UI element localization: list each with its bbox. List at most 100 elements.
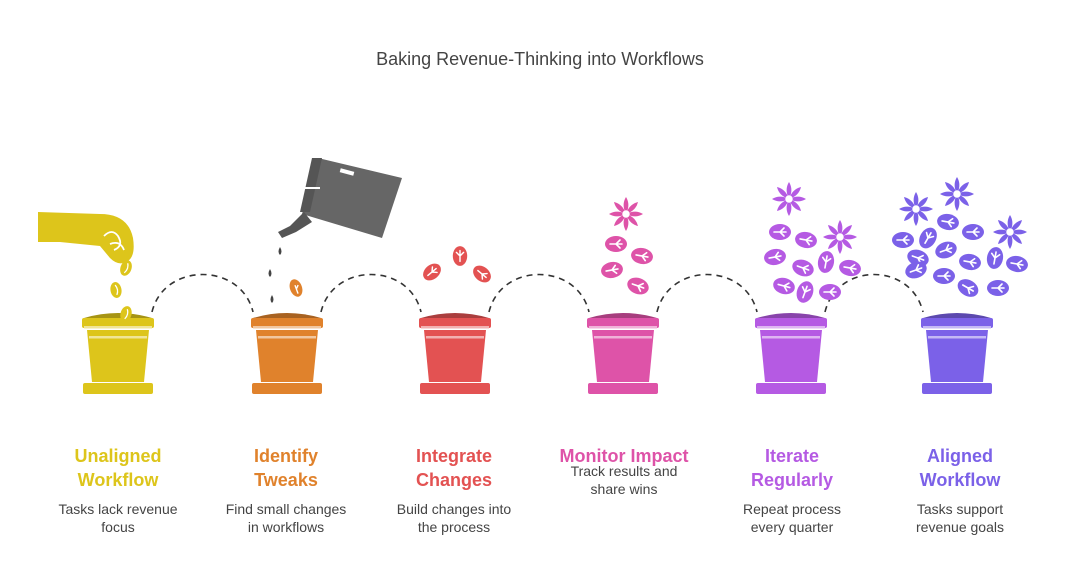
- water-drop-icon: [270, 295, 274, 303]
- step-description: Track results and share wins: [570, 463, 678, 497]
- pot-stripe: [89, 336, 147, 339]
- dashed-connector: [824, 273, 924, 313]
- leaf-icon: [795, 231, 817, 249]
- pot-rim: [921, 318, 993, 328]
- pot-rim-line: [253, 326, 321, 329]
- step-iterate-regularly: Iterate Regularly Repeat process every q…: [712, 444, 872, 536]
- leaf-icon: [452, 246, 468, 266]
- watering-can-icon: [278, 158, 402, 238]
- pot-saucer: [588, 383, 658, 394]
- pot-body: [87, 330, 149, 382]
- flower-icon: [772, 182, 806, 216]
- dashed-connector: [656, 273, 758, 313]
- step-title: Identify Tweaks: [253, 446, 318, 490]
- pot-rim: [251, 318, 323, 328]
- step-monitor-impact: Monitor Impact Track results and share w…: [544, 444, 704, 498]
- step-title: Iterate Regularly: [750, 446, 834, 490]
- pots: [82, 313, 993, 394]
- pot-icon: [587, 313, 659, 394]
- soil: [253, 313, 321, 318]
- step-description: Tasks lack revenue focus: [58, 501, 178, 535]
- pot-icon: [419, 313, 491, 394]
- pot-rim-line: [84, 326, 152, 329]
- leaf-icon: [473, 265, 491, 283]
- pot-rim: [419, 318, 491, 328]
- leaf-icon: [631, 247, 653, 265]
- pot-body: [424, 330, 486, 382]
- pot-body: [926, 330, 988, 382]
- pot-stripe: [594, 336, 652, 339]
- pot-icon: [82, 313, 154, 394]
- pot-rim: [82, 318, 154, 328]
- leaf-icon: [769, 224, 791, 240]
- pot-saucer: [83, 383, 153, 394]
- step-description: Find small changes in workflows: [225, 501, 347, 535]
- pot-saucer: [252, 383, 322, 394]
- step-integrate-changes: Integrate Changes Build changes into the…: [374, 444, 534, 536]
- step-aligned-workflow: Aligned Workflow Tasks support revenue g…: [880, 444, 1040, 536]
- decorations: [38, 158, 1028, 322]
- water-drop-icon: [278, 247, 282, 255]
- step-description: Build changes into the process: [396, 501, 512, 535]
- pot-body: [256, 330, 318, 382]
- soil: [84, 313, 152, 318]
- water-drop-icon: [268, 269, 272, 277]
- leaf-icon: [627, 277, 649, 295]
- dashed-connector: [151, 273, 254, 313]
- leaf-icon: [839, 259, 861, 277]
- step-description: Tasks support revenue goals: [916, 501, 1004, 535]
- leaf-icon: [919, 227, 937, 249]
- seed-icon: [120, 260, 132, 276]
- pot-body: [760, 330, 822, 382]
- leaf-icon: [817, 251, 835, 273]
- pot-stripe: [928, 336, 986, 339]
- leaf-icon: [907, 249, 929, 267]
- pot-rim: [755, 318, 827, 328]
- pot-icon: [755, 313, 827, 394]
- leaf-icon: [819, 284, 841, 300]
- leaf-icon: [792, 259, 814, 277]
- dashed-connector: [488, 273, 590, 313]
- step-identify-tweaks: Identify Tweaks Find small changes in wo…: [206, 444, 366, 536]
- pot-rim: [587, 318, 659, 328]
- pot-icon: [251, 313, 323, 394]
- pot-rim-line: [589, 326, 657, 329]
- leaf-icon: [986, 247, 1004, 269]
- soil: [757, 313, 825, 318]
- leaf-icon: [773, 277, 795, 295]
- step-title: Monitor Impact: [559, 446, 689, 466]
- leaf-icon: [937, 213, 959, 231]
- pot-stripe: [426, 336, 484, 339]
- leaf-icon: [1006, 255, 1028, 273]
- pot-saucer: [922, 383, 992, 394]
- step-title: Integrate Changes: [415, 446, 493, 490]
- dashed-connector: [320, 273, 422, 313]
- dashed-connectors: [151, 273, 924, 313]
- pot-rim-line: [421, 326, 489, 329]
- leaf-icon: [905, 261, 927, 279]
- step-unaligned-workflow: Unaligned Workflow Tasks lack revenue fo…: [38, 444, 198, 536]
- pot-icon: [921, 313, 993, 394]
- soil: [589, 313, 657, 318]
- seed-icon: [120, 306, 132, 322]
- flower-icon: [823, 220, 857, 254]
- leaf-icon: [423, 263, 441, 281]
- leaf-icon: [601, 261, 623, 279]
- step-title: Aligned Workflow: [919, 446, 1001, 490]
- soil: [421, 313, 489, 318]
- pot-saucer: [420, 383, 490, 394]
- leaf-icon: [933, 268, 955, 284]
- pot-body: [592, 330, 654, 382]
- leaf-icon: [957, 279, 979, 297]
- leaf-icon: [962, 224, 984, 240]
- pot-stripe: [762, 336, 820, 339]
- soil: [923, 313, 991, 318]
- leaf-icon: [796, 281, 814, 303]
- flower-icon: [940, 177, 974, 211]
- step-title: Unaligned Workflow: [74, 446, 162, 490]
- step-description: Repeat process every quarter: [742, 501, 842, 535]
- leaf-icon: [987, 280, 1009, 296]
- leaf-icon: [892, 232, 914, 248]
- diagram-title: Baking Revenue-Thinking into Workflows: [376, 49, 704, 69]
